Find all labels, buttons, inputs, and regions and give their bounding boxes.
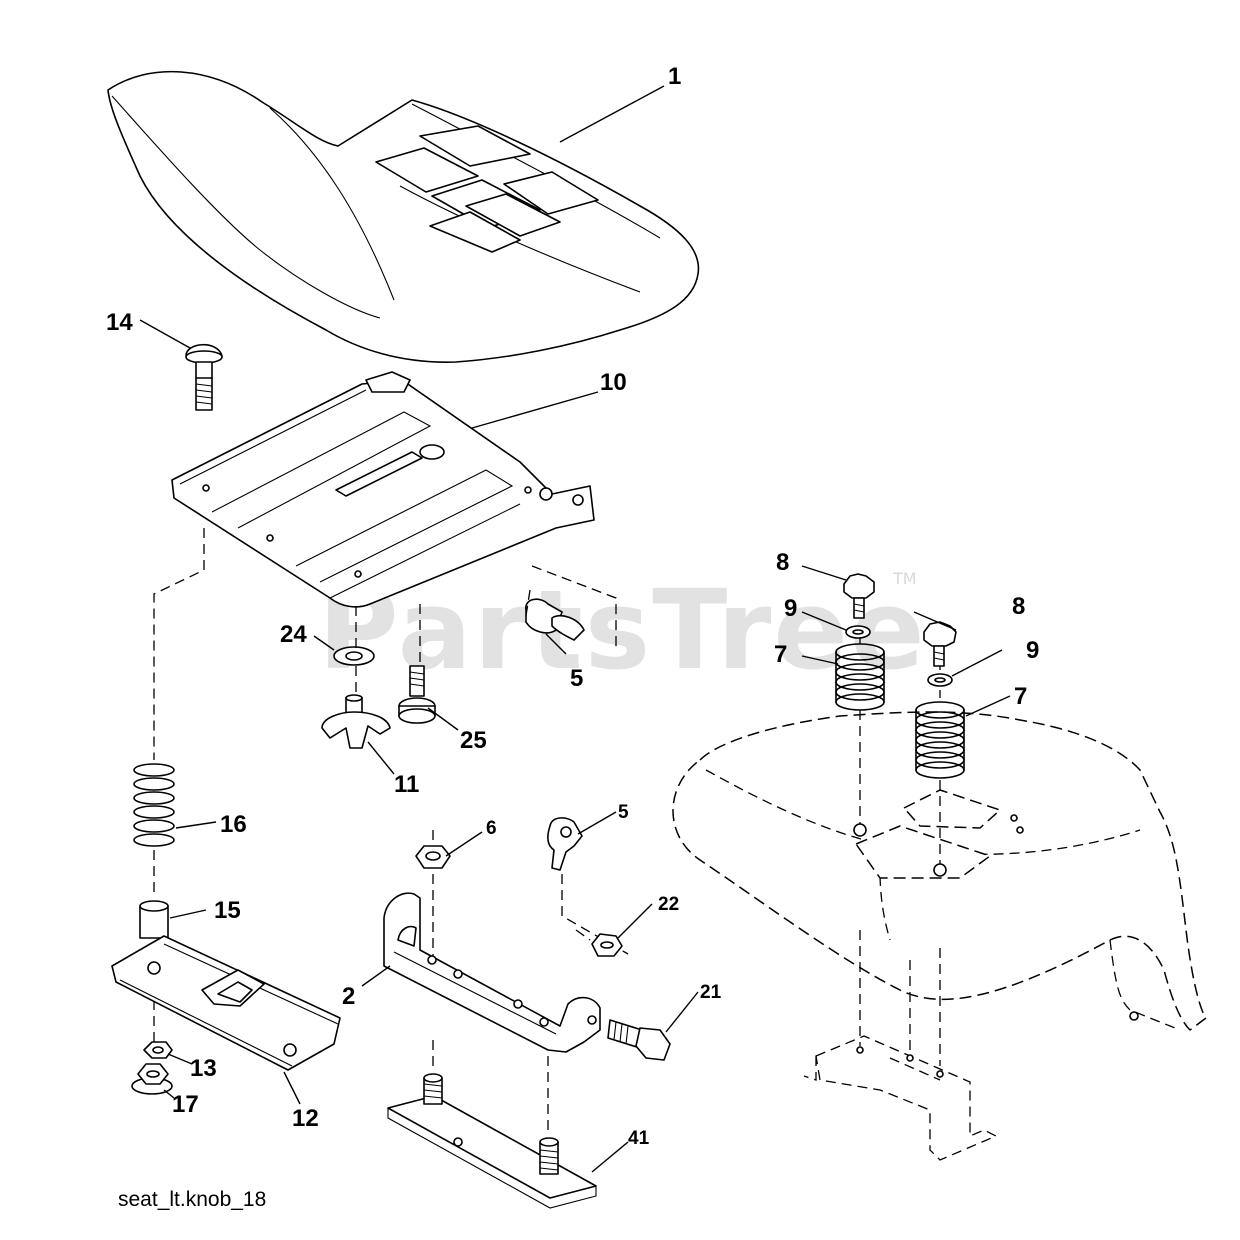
knob-8-right [923, 621, 957, 667]
fender-outline [672, 711, 1207, 1031]
callout-15: 15 [214, 897, 241, 924]
callout-16: 16 [220, 811, 247, 838]
hex-nut-22 [591, 933, 623, 957]
shoulder-bolt [398, 665, 436, 724]
hex-nut-6 [415, 845, 451, 869]
callout-21: 21 [700, 982, 722, 1003]
spring-7-left [835, 643, 885, 711]
seat-spring-small [133, 763, 175, 847]
callout-24: 24 [280, 621, 307, 648]
hex-bolt-21 [607, 1019, 671, 1061]
callout-13: 13 [190, 1055, 217, 1082]
callout-9-right: 9 [1026, 637, 1039, 664]
spring-7-right [915, 701, 965, 779]
callout-11: 11 [394, 771, 419, 798]
callout-10: 10 [600, 369, 627, 396]
callout-6: 6 [486, 818, 497, 839]
hex-nut-13 [143, 1041, 173, 1059]
callout-17: 17 [172, 1091, 199, 1118]
slide-bracket [111, 935, 341, 1071]
diagram-caption: seat_lt.knob_18 [118, 1188, 266, 1211]
washer-9-left [845, 625, 871, 639]
callout-1: 1 [668, 63, 681, 90]
callout-7-right: 7 [1014, 683, 1027, 710]
callout-labels: 1 14 10 8 9 8 9 7 7 24 5 25 11 16 6 5 15… [106, 63, 1039, 1149]
knob-8-left [843, 573, 875, 619]
callout-14: 14 [106, 309, 133, 336]
spacer-bushing [139, 900, 169, 939]
carriage-bolt [185, 343, 223, 411]
watermark-trademark: TM [892, 569, 917, 588]
callout-5-lower: 5 [618, 802, 629, 823]
stud-plate [387, 1073, 597, 1209]
callout-7-left: 7 [774, 641, 787, 668]
adjustment-knob [321, 694, 391, 749]
seat-clip-upper [525, 598, 585, 641]
callout-22: 22 [658, 894, 679, 915]
callout-8-right: 8 [1012, 593, 1025, 620]
callout-2: 2 [342, 983, 355, 1010]
washer-9-right [927, 673, 953, 687]
callout-8-left: 8 [776, 549, 789, 576]
callout-9-left: 9 [784, 595, 797, 622]
seat-clip-lower [547, 817, 583, 871]
callout-25: 25 [460, 727, 487, 754]
callout-5-upper: 5 [570, 665, 583, 692]
seat-mount-bracket [383, 892, 601, 1053]
flat-washer [333, 646, 375, 666]
leader-lines [139, 85, 1011, 1173]
flange-nut-17 [131, 1063, 173, 1095]
callout-12: 12 [292, 1105, 319, 1132]
callout-41: 41 [628, 1128, 650, 1149]
seat-pan [171, 371, 595, 608]
seat [107, 70, 700, 363]
frame-outline [803, 930, 998, 1161]
